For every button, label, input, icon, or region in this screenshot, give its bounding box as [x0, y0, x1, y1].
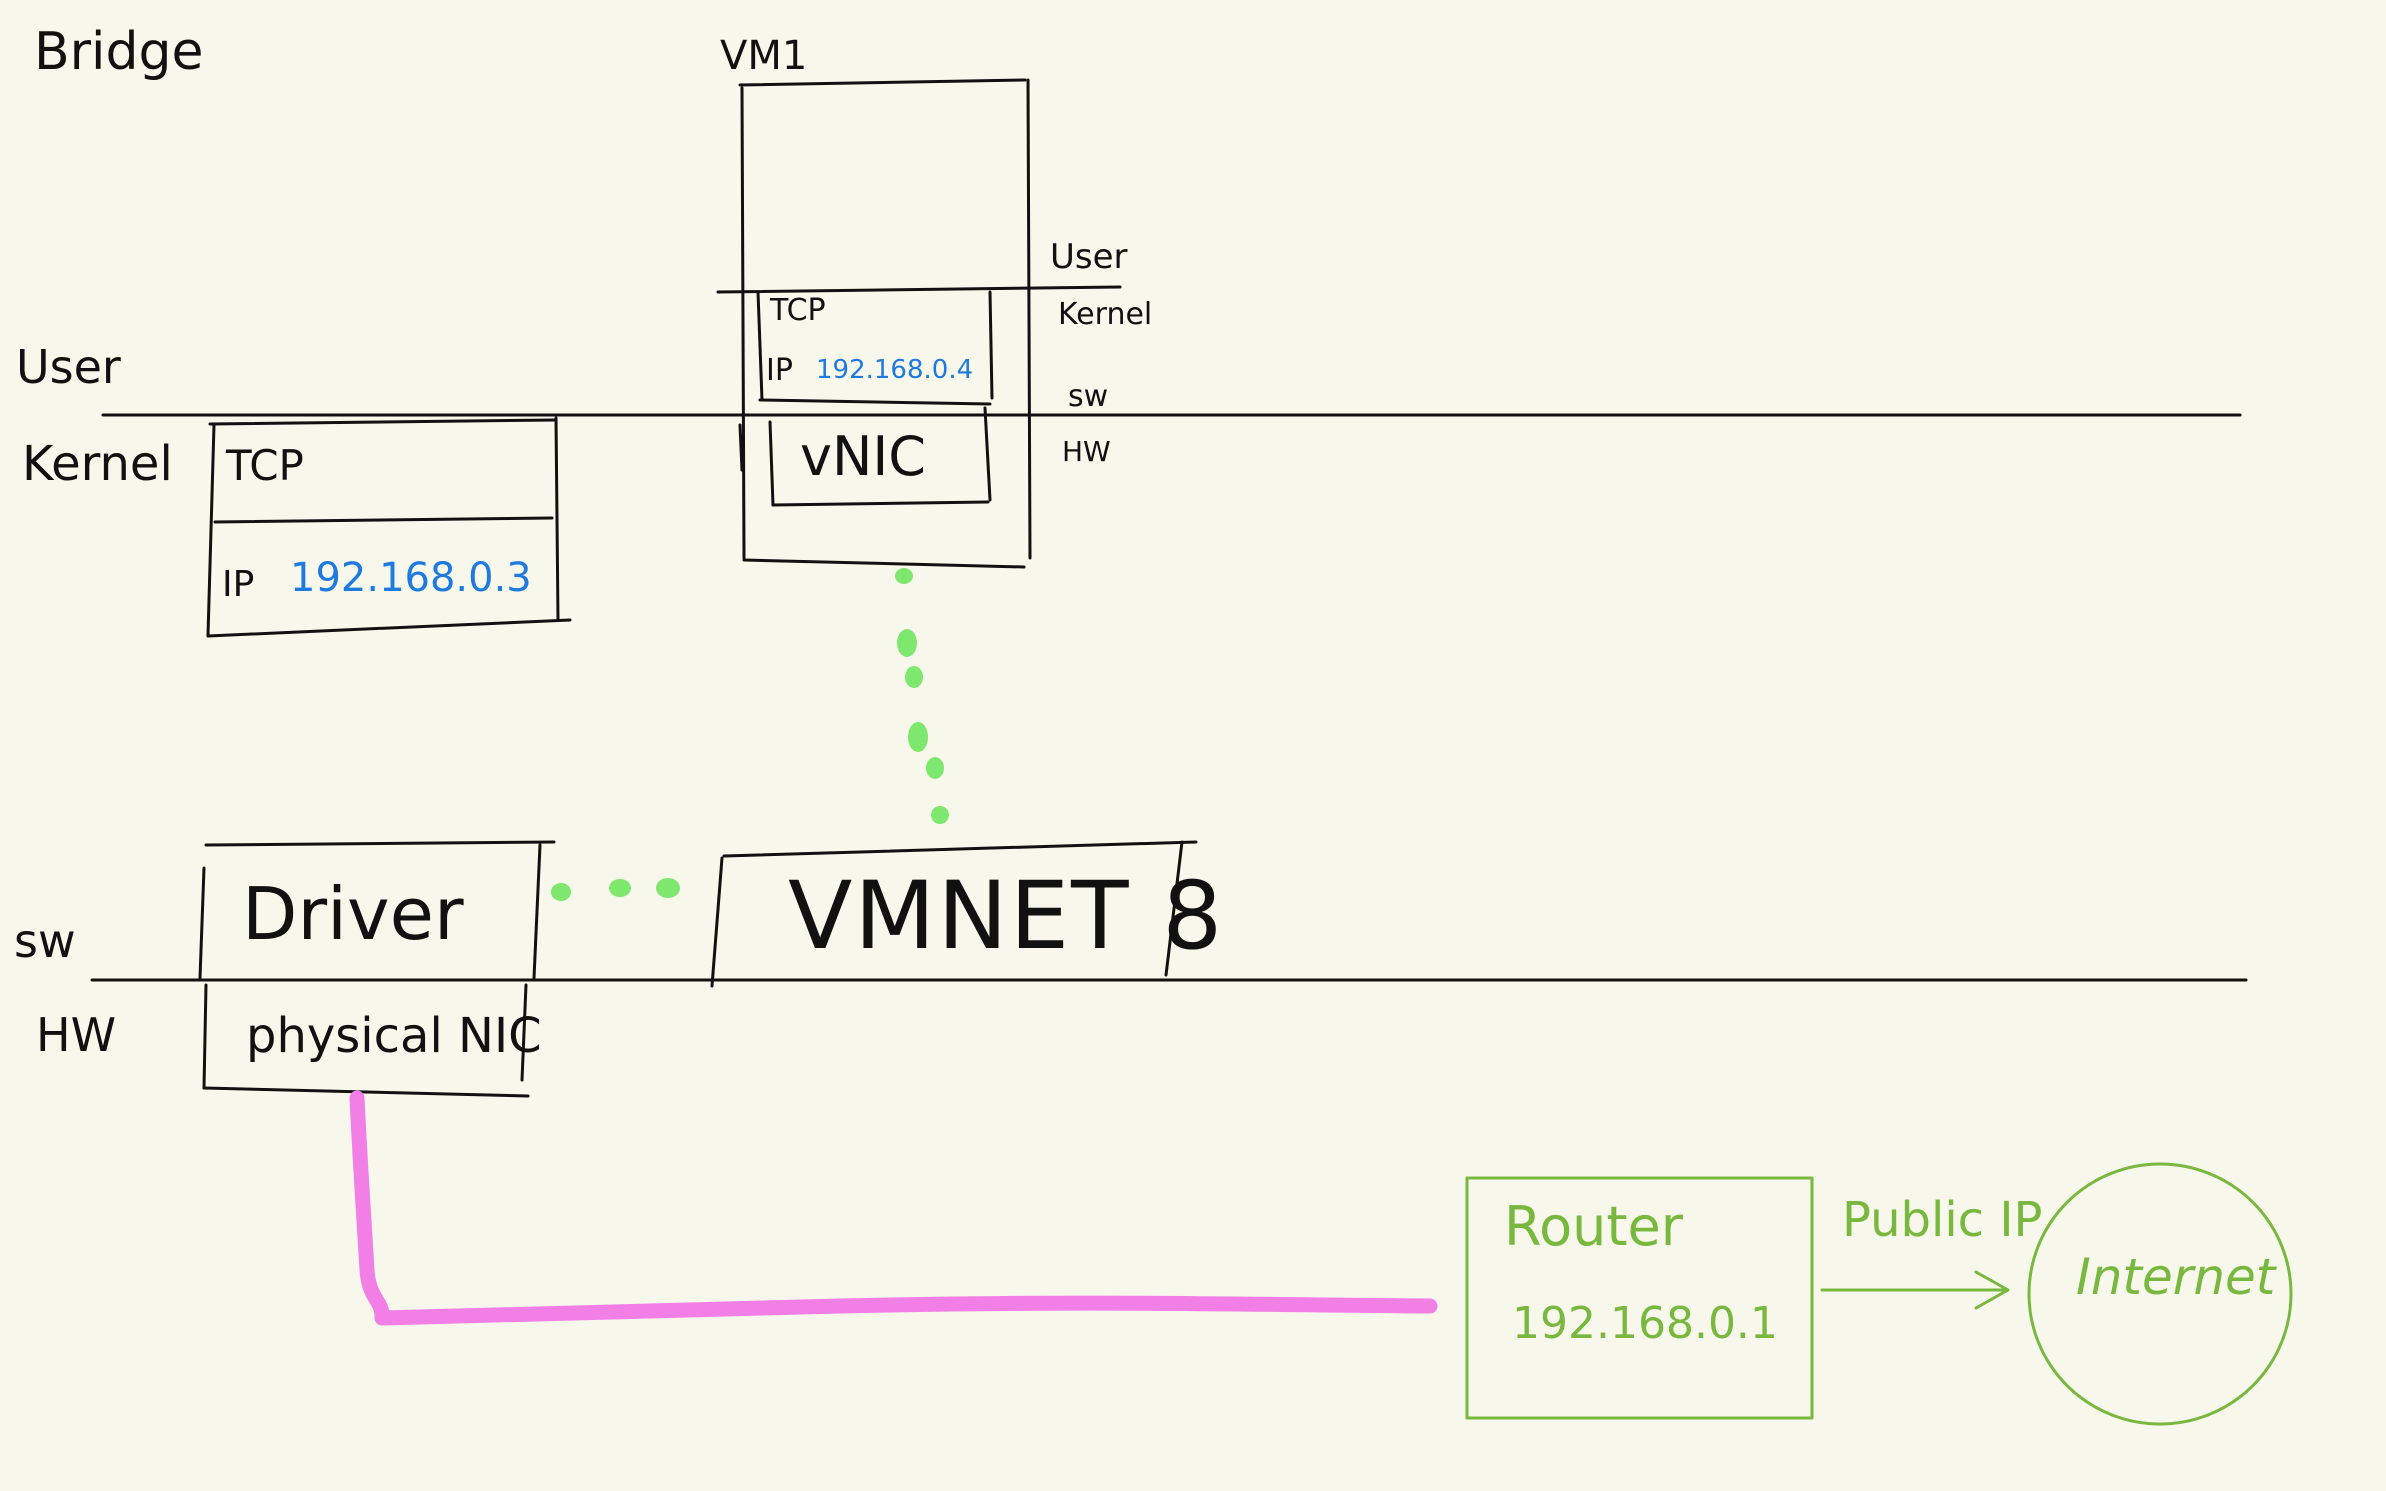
layer-label-hw: HW	[36, 1008, 117, 1062]
router-box	[1465, 1176, 1814, 1420]
layer-label-sw: sw	[14, 914, 76, 968]
vm1-box	[716, 78, 1122, 569]
internet-label: Internet	[2076, 1248, 2276, 1306]
diagram-title: Bridge	[34, 22, 204, 82]
physical-nic-label: physical NIC	[246, 1008, 542, 1064]
vm1-label: VM1	[720, 33, 808, 79]
vm1-ip-label: IP	[766, 353, 793, 388]
layer-label-kernel: Kernel	[22, 436, 173, 492]
vm1-ip-address: 192.168.0.4	[816, 355, 974, 385]
virtual-link-vnic-vmnet	[895, 568, 949, 824]
vnic-label: vNIC	[800, 425, 926, 488]
router-label: Router	[1504, 1195, 1683, 1258]
vm1-layer-hw: HW	[1062, 435, 1111, 468]
vm1-layer-user: User	[1050, 237, 1128, 277]
driver-label: Driver	[242, 872, 464, 956]
public-ip-arrow	[1820, 1270, 2010, 1310]
vm1-tcp-label: TCP	[770, 293, 826, 328]
driver-box	[198, 840, 556, 980]
public-ip-label: Public IP	[1842, 1192, 2043, 1248]
router-ip: 192.168.0.1	[1512, 1298, 1778, 1349]
vmnet8-label: VMNET 8	[788, 862, 1225, 971]
physical-cable	[349, 1090, 1438, 1326]
virtual-link-driver-vmnet	[551, 878, 680, 901]
host-tcp-label: TCP	[226, 441, 304, 490]
physical-nic-box	[202, 983, 530, 1098]
vm1-layer-sw: sw	[1068, 379, 1109, 414]
internet-circle	[2027, 1162, 2293, 1426]
host-ip-address: 192.168.0.3	[290, 555, 532, 601]
host-stack-box	[206, 416, 572, 638]
vm1-layer-kernel: Kernel	[1058, 297, 1153, 332]
host-ip-label: IP	[222, 564, 255, 605]
layer-label-user: User	[16, 340, 121, 394]
vmnet8-box	[710, 840, 1198, 988]
